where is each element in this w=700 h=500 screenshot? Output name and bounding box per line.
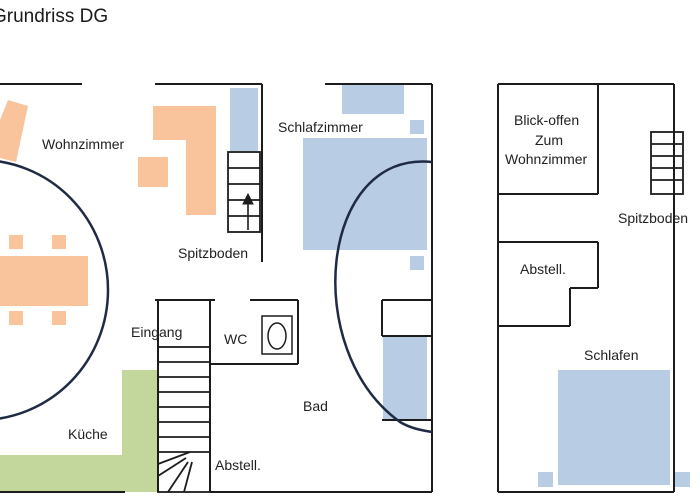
room-labels: Wohnzimmer Spitzboden Schlafzimmer Einga…	[42, 112, 688, 473]
label-blick-2: Zum	[535, 132, 563, 148]
side-table	[138, 157, 168, 187]
nightstand-right	[538, 472, 553, 487]
bed	[303, 138, 427, 250]
label-blick-1: Blick-offen	[514, 112, 579, 128]
label-abstell-right: Abstell.	[520, 261, 566, 277]
label-wohnzimmer: Wohnzimmer	[42, 136, 125, 152]
label-bad: Bad	[303, 398, 328, 414]
label-blick-3: Wohnzimmer	[505, 151, 588, 167]
label-abstell-left: Abstell.	[215, 457, 261, 473]
stair-upper	[227, 151, 261, 233]
label-schlafzimmer: Schlafzimmer	[278, 119, 363, 135]
bathtub	[383, 336, 427, 420]
dining-chair	[9, 311, 23, 325]
label-schlafen: Schlafen	[584, 347, 638, 363]
round-arcs	[0, 160, 433, 434]
l-sofa	[153, 106, 216, 215]
label-spitzboden-right: Spitzboden	[618, 210, 688, 226]
nightstand	[410, 120, 424, 134]
stair-arrow	[242, 192, 254, 230]
wardrobe	[342, 84, 404, 114]
nightstand	[410, 256, 424, 270]
label-eingang: Eingang	[131, 324, 182, 340]
dining-table	[0, 256, 88, 306]
right-arc	[334, 160, 433, 434]
dining-chair	[52, 235, 66, 249]
dining-chair	[52, 311, 66, 325]
furniture	[0, 84, 690, 492]
stairs	[157, 131, 684, 493]
sofa-piece	[0, 100, 28, 162]
page-title: Grundriss DG	[0, 6, 109, 27]
label-wc: WC	[224, 331, 247, 347]
label-kueche: Küche	[68, 426, 108, 442]
walls	[0, 83, 675, 493]
left-arc	[0, 160, 110, 420]
kitchen-counter	[0, 370, 158, 492]
nightstand-right	[675, 472, 690, 487]
label-spitzboden: Spitzboden	[178, 245, 248, 261]
stair-right	[650, 131, 684, 195]
toilet	[261, 315, 293, 355]
dining-chair	[9, 235, 23, 249]
bed-right	[558, 370, 670, 485]
cabinet	[230, 88, 258, 151]
